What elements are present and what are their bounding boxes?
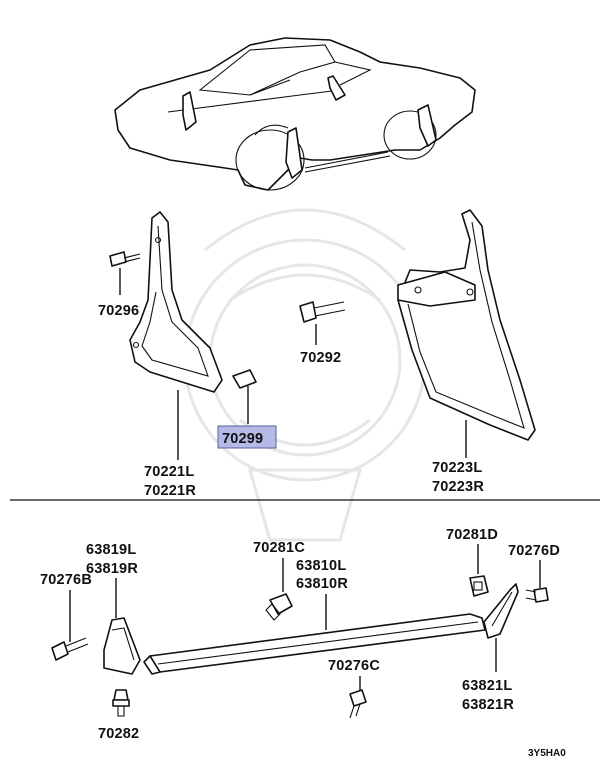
label-70221R: 70221R (144, 483, 196, 499)
label-70276C: 70276C (328, 658, 380, 674)
label-70296: 70296 (98, 303, 139, 319)
bolt-70292-icon (299, 301, 346, 345)
label-70292: 70292 (300, 350, 341, 366)
bracket-63819-icon (103, 617, 141, 675)
screw-70276B-icon (51, 637, 89, 661)
label-70282: 70282 (98, 726, 139, 742)
clip-70281D-icon (469, 575, 489, 597)
label-63810L: 63810L (296, 558, 346, 574)
highlight-70299 (217, 425, 277, 449)
watermark-emblem (183, 208, 427, 542)
clip-70281C-icon (265, 593, 293, 621)
label-63819L: 63819L (86, 542, 136, 558)
label-70281D: 70281D (446, 527, 498, 543)
label-70281C: 70281C (253, 540, 305, 556)
label-70221L: 70221L (144, 464, 194, 480)
bolt-70296-icon (109, 251, 141, 295)
clip-70282-icon (112, 689, 130, 717)
label-63821R: 63821R (462, 697, 514, 713)
screw-70299-icon (232, 369, 257, 424)
label-70223L: 70223L (432, 460, 482, 476)
figure-code: 3Y5HA0 (528, 748, 566, 759)
bracket-63821-icon (483, 583, 519, 639)
screw-70276C-icon (349, 689, 367, 719)
label-63819R: 63819R (86, 561, 138, 577)
side-sill-molding-icon (143, 613, 486, 675)
mud-guard-front-icon (129, 211, 223, 393)
label-70299: 70299 (222, 431, 263, 447)
car-overview (114, 37, 476, 191)
mud-guard-rear-icon (397, 209, 536, 441)
label-70223R: 70223R (432, 479, 484, 495)
label-70276B: 70276B (40, 572, 92, 588)
screw-70276D-icon (525, 587, 549, 603)
label-70276D: 70276D (508, 543, 560, 559)
label-63810R: 63810R (296, 576, 348, 592)
label-63821L: 63821L (462, 678, 512, 694)
